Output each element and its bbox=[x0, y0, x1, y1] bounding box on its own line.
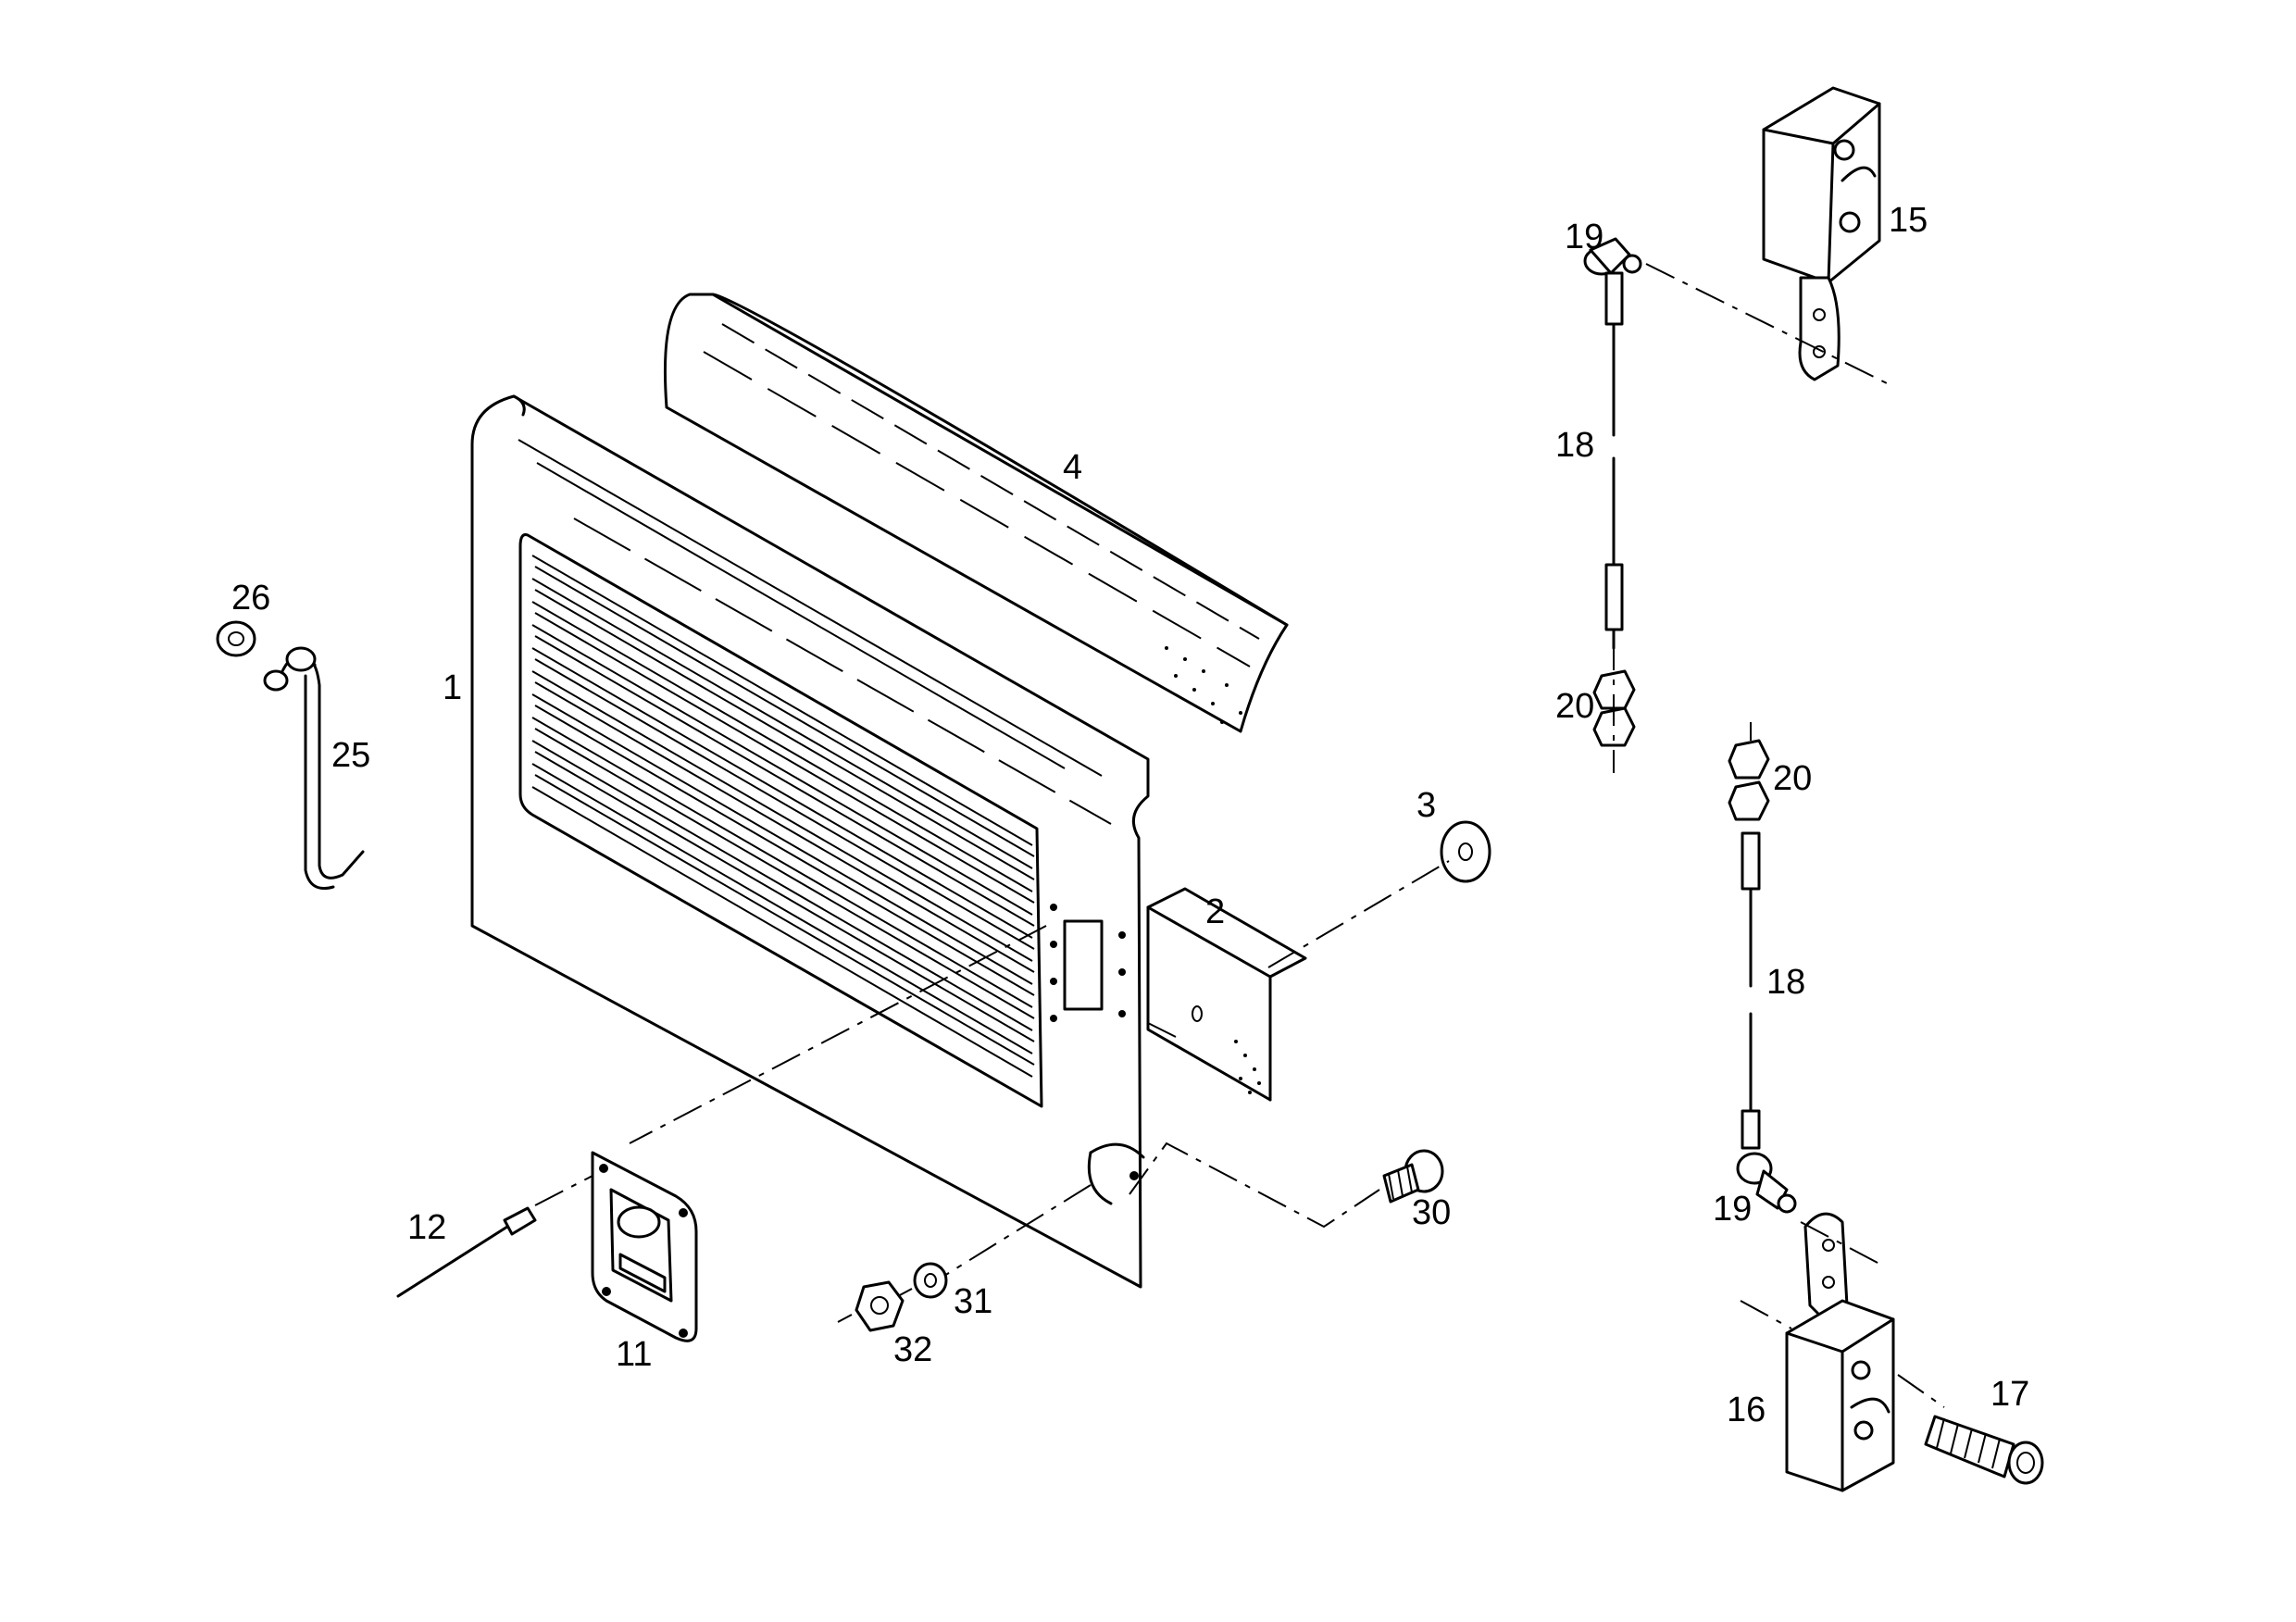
callout-4: 4 bbox=[1063, 448, 1082, 487]
callout-2: 2 bbox=[1205, 892, 1225, 931]
callout-17: 17 bbox=[1990, 1375, 2029, 1414]
part-30-bolt bbox=[1382, 1149, 1444, 1204]
part-31-washer bbox=[913, 1262, 948, 1299]
callout-19a: 19 bbox=[1565, 218, 1603, 256]
callout-30: 30 bbox=[1412, 1193, 1451, 1232]
callout-12: 12 bbox=[407, 1208, 446, 1247]
part-25-stay-rod bbox=[263, 646, 365, 890]
callout-16: 16 bbox=[1727, 1391, 1766, 1429]
callout-15: 15 bbox=[1889, 201, 1928, 240]
part-1-door-panel bbox=[470, 394, 1150, 1289]
lower-cable-assembly bbox=[1728, 739, 1797, 1214]
callout-31: 31 bbox=[954, 1282, 992, 1321]
grille-louvres bbox=[531, 555, 1035, 1078]
callout-20b: 20 bbox=[1773, 759, 1812, 798]
callout-26: 26 bbox=[231, 579, 270, 618]
part-12-pin bbox=[396, 1206, 537, 1298]
callout-3: 3 bbox=[1416, 786, 1436, 825]
callout-32: 32 bbox=[893, 1330, 932, 1369]
part-32-nut bbox=[855, 1280, 905, 1332]
part-17-screw bbox=[1924, 1415, 2044, 1485]
part-15-upper-lock bbox=[1762, 86, 1881, 381]
callout-18b: 18 bbox=[1766, 963, 1805, 1002]
assembly-lines bbox=[534, 263, 1945, 1408]
callout-19b: 19 bbox=[1713, 1190, 1752, 1229]
callout-18a: 18 bbox=[1555, 426, 1594, 465]
part-3-washer bbox=[1440, 820, 1491, 883]
part-2-wood-block bbox=[1146, 887, 1307, 1102]
callout-11: 11 bbox=[616, 1335, 652, 1374]
callout-1: 1 bbox=[443, 668, 462, 707]
upper-cable-assembly bbox=[1583, 237, 1642, 747]
callout-20a: 20 bbox=[1555, 687, 1594, 726]
part-16-lower-lock bbox=[1785, 1212, 1895, 1492]
callout-25: 25 bbox=[331, 736, 370, 775]
part-11-recessed-handle bbox=[591, 1151, 698, 1342]
part-4-trim-strip bbox=[663, 293, 1289, 733]
part-26-nut bbox=[216, 620, 256, 657]
callout-labels: 1 2 3 4 11 12 15 16 17 18 18 19 19 20 20… bbox=[231, 201, 2029, 1429]
